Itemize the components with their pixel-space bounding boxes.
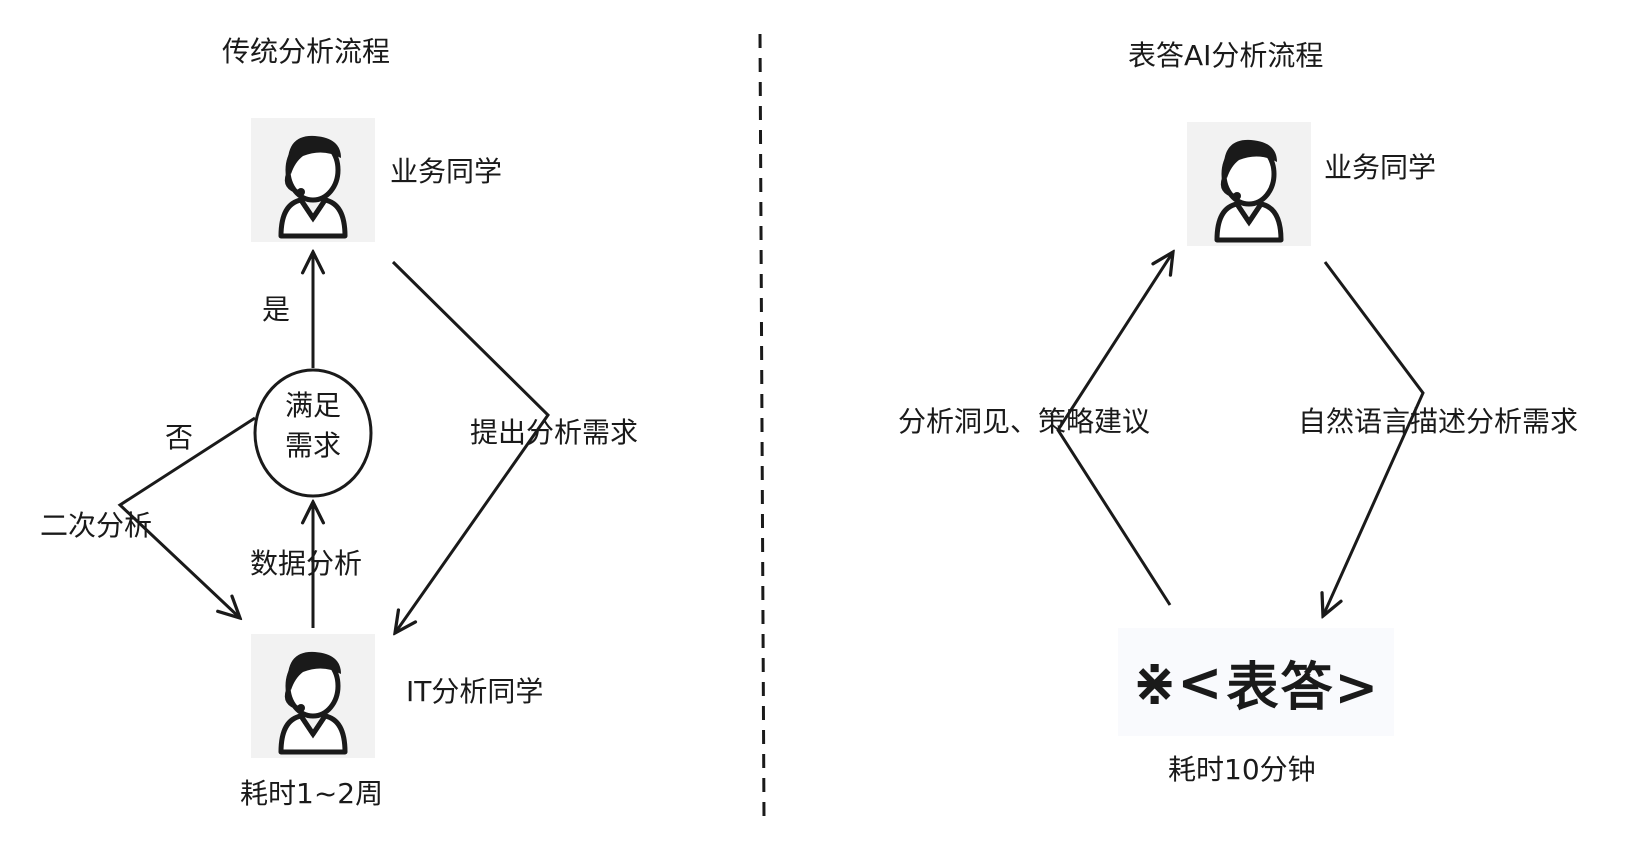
right-time-label: 耗时10分钟: [1168, 753, 1316, 786]
logo-mark-icon: ⋇<: [1131, 650, 1223, 714]
reanalyze-label: 二次分析: [40, 509, 153, 542]
person-headset-icon: [251, 118, 375, 242]
decision-node-line1: 满足: [285, 389, 342, 422]
right-business-label: 业务同学: [1324, 151, 1437, 184]
request-label: 提出分析需求: [470, 416, 639, 449]
left-time-label: 耗时1~2周: [240, 777, 384, 810]
insight-arrow: [1056, 252, 1173, 606]
decision-node-circle: [253, 368, 373, 498]
right-title: 表答AI分析流程: [1128, 39, 1324, 72]
logo-text: 表答>: [1226, 657, 1381, 718]
data-analysis-label: 数据分析: [250, 547, 363, 580]
it-user-avatar: [251, 634, 375, 758]
nl-request-arrow: [1323, 261, 1425, 616]
center-divider: [758, 33, 766, 821]
business-user-avatar: [251, 118, 375, 242]
left-title: 传统分析流程: [222, 35, 391, 68]
biaoda-logo: ⋇< 表答>: [1118, 628, 1394, 736]
person-headset-icon: [1187, 122, 1311, 246]
insight-label: 分析洞见、策略建议: [898, 405, 1151, 438]
decision-node-line2: 需求: [285, 429, 342, 462]
right-business-user-avatar: [1187, 122, 1311, 246]
left-business-label: 业务同学: [390, 155, 503, 188]
person-headset-icon: [251, 634, 375, 758]
nl-request-label: 自然语言描述分析需求: [1298, 405, 1579, 438]
no-label: 否: [165, 421, 194, 454]
yes-label: 是: [262, 293, 291, 326]
it-user-label: IT分析同学: [406, 675, 544, 708]
reanalyze-arrow: [117, 416, 256, 618]
request-arrow: [391, 260, 550, 633]
